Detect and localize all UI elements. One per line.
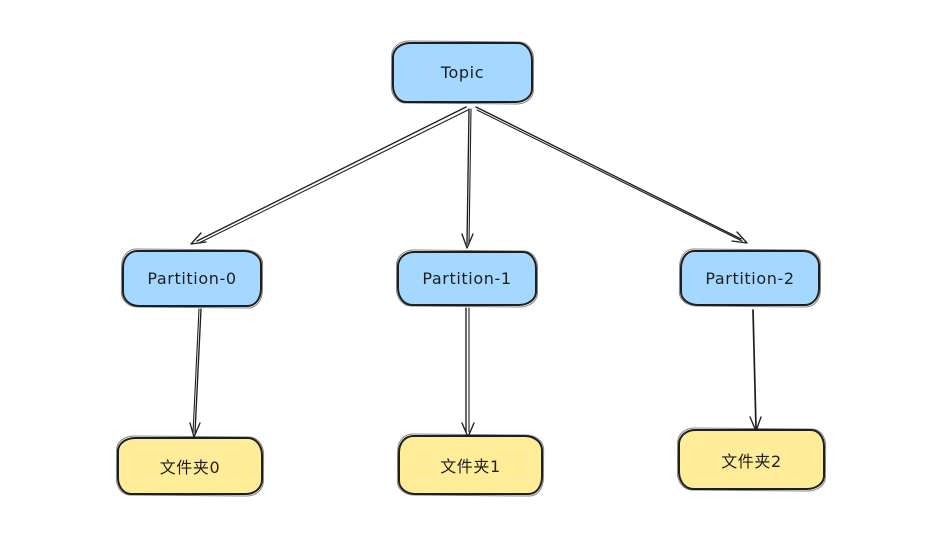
arrow-partition-0-to-folder-0 bbox=[189, 308, 202, 438]
arrow-topic-to-partition-0 bbox=[190, 106, 469, 245]
arrow-topic-to-partition-2 bbox=[475, 106, 748, 244]
node-partition-0: Partition-0 bbox=[122, 250, 262, 307]
node-partition-1-label: Partition-1 bbox=[422, 269, 512, 288]
arrow-topic-to-partition-1 bbox=[461, 108, 474, 249]
node-folder-2-label: 文件夹2 bbox=[721, 451, 782, 471]
node-folder-1: 文件夹1 bbox=[398, 435, 543, 495]
node-topic-label: Topic bbox=[440, 63, 485, 82]
node-folder-1-label: 文件夹1 bbox=[440, 457, 501, 476]
node-partition-1: Partition-1 bbox=[397, 251, 537, 306]
node-topic: Topic bbox=[392, 42, 533, 103]
node-partition-2-label: Partition-2 bbox=[705, 268, 795, 288]
node-partition-0-label: Partition-0 bbox=[147, 269, 237, 288]
arrow-partition-1-to-folder-1 bbox=[461, 307, 475, 438]
arrow-partition-2-to-folder-2 bbox=[749, 309, 762, 432]
node-folder-0: 文件夹0 bbox=[117, 437, 263, 495]
node-folder-0-label: 文件夹0 bbox=[159, 458, 221, 477]
node-partition-2: Partition-2 bbox=[680, 250, 820, 306]
node-folder-2: 文件夹2 bbox=[678, 429, 825, 490]
